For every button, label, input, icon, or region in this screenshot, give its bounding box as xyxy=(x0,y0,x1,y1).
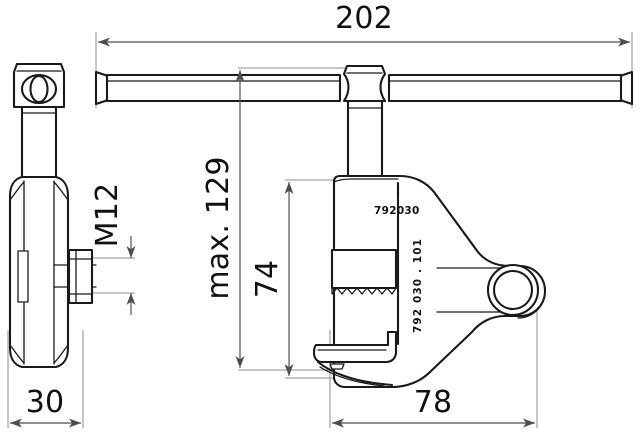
jaw-pad-serrations xyxy=(331,287,397,295)
side-body-fillet-br xyxy=(53,344,69,364)
clamp-body-upper-edge xyxy=(333,178,399,183)
dim-label-m12: M12 xyxy=(90,183,125,248)
clamp-eye-outer-arc xyxy=(517,290,546,319)
front-clamp-body xyxy=(312,174,547,389)
marking-part-number-vertical: 792 030 . 101 xyxy=(412,238,424,333)
front-spindle-shaft xyxy=(346,99,384,182)
side-body-fillet-bl xyxy=(9,344,25,364)
clamp-underside-curve-inner xyxy=(319,366,385,387)
jaw-pad-block xyxy=(330,248,398,290)
dimension-202: 202 xyxy=(98,1,630,47)
handle-bar-right xyxy=(387,73,623,103)
side-hex-nut xyxy=(67,248,94,305)
clamp-lower-diagonal xyxy=(427,333,471,375)
dim-label-max-129: max. 129 xyxy=(201,156,236,299)
clamp-underside-curve xyxy=(316,360,394,387)
handle-bar-left xyxy=(105,73,342,103)
dim-label-30: 30 xyxy=(26,385,65,420)
dimension-78: 78 xyxy=(332,385,535,428)
side-jaw-slot xyxy=(17,250,29,303)
dim-label-74: 74 xyxy=(250,260,285,299)
marking-part-number-horizontal: 792030 xyxy=(374,205,420,217)
side-handle-bore-inner xyxy=(29,74,49,104)
dimension-max-129: max. 129 xyxy=(201,70,245,368)
dim-label-78: 78 xyxy=(414,385,453,420)
dimension-30: 30 xyxy=(10,385,81,428)
dim-label-202: 202 xyxy=(335,1,393,36)
hook-nib xyxy=(329,363,345,370)
side-spindle-shaft xyxy=(20,105,58,180)
side-body-fillet-tr xyxy=(53,181,69,201)
part-markings: 792030 792 030 . 101 xyxy=(374,205,424,333)
clamp-upper-diagonal xyxy=(433,191,477,251)
side-view xyxy=(8,62,97,369)
dimension-74: 74 xyxy=(250,182,294,376)
pivot-eye-bore xyxy=(492,269,534,311)
side-body-fillet-tl xyxy=(9,181,25,201)
handle-center-boss xyxy=(342,64,387,103)
dimension-m12: M12 xyxy=(90,183,136,315)
t-handle-bar xyxy=(94,64,634,106)
lower-hook-jaw xyxy=(312,330,398,364)
